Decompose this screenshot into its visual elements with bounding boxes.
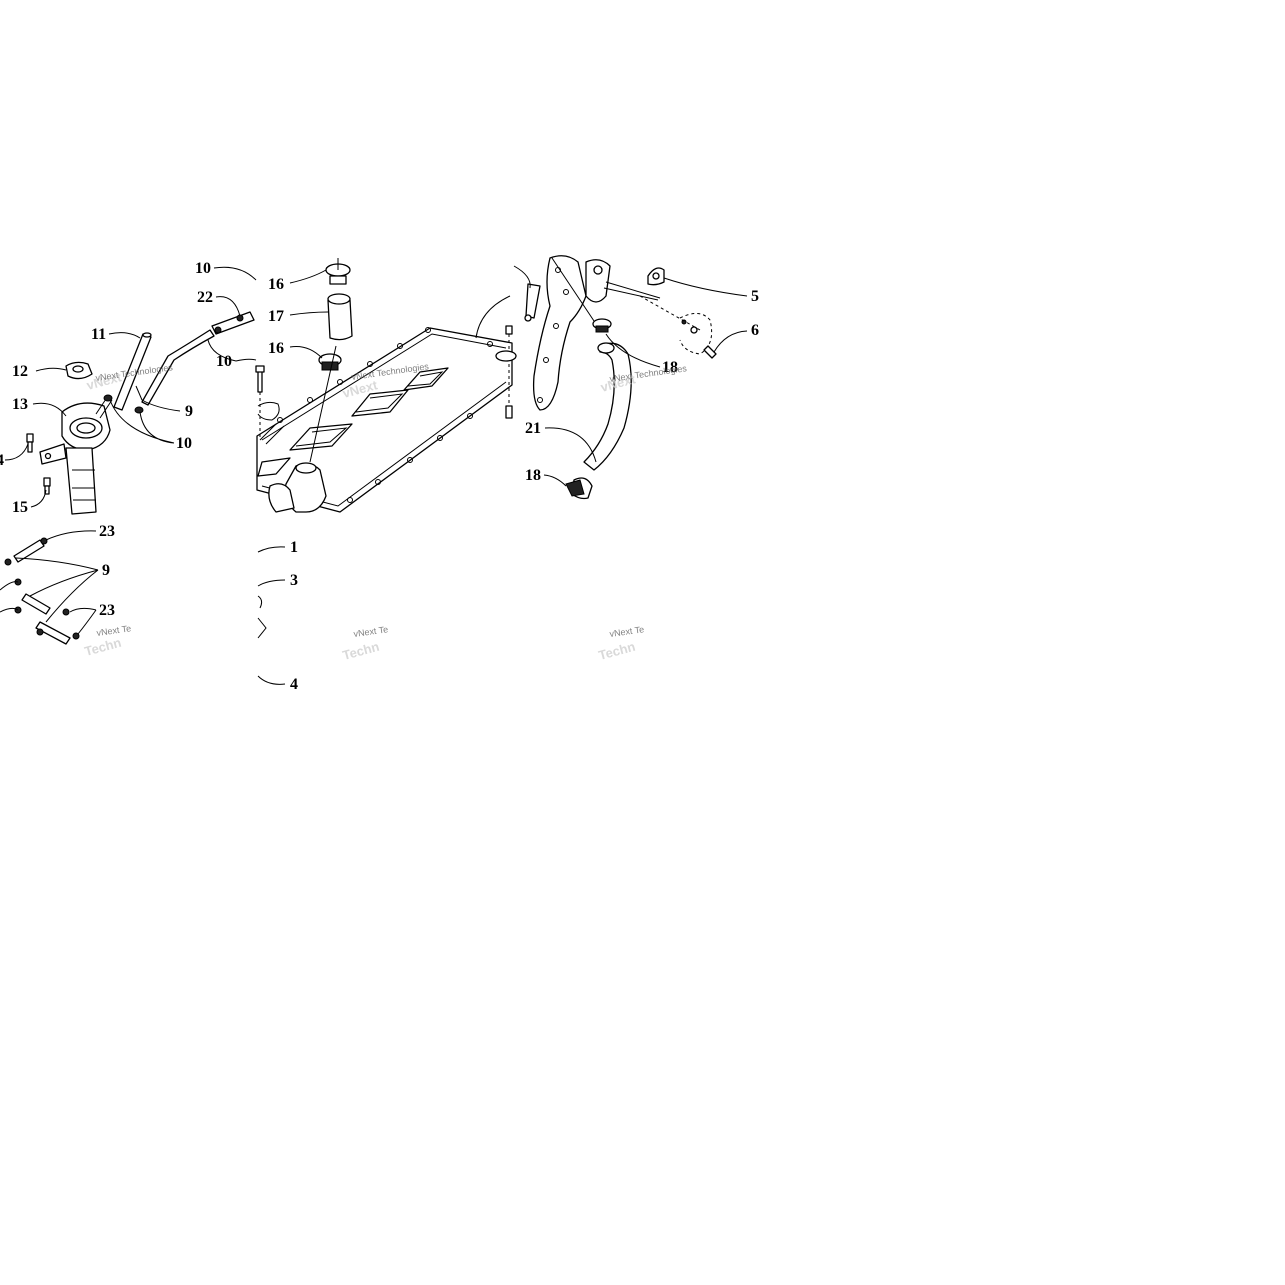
callout-15: 15 [12,499,28,516]
callout-4a: 4 [0,452,4,469]
callout-10b: 10 [195,260,211,277]
mount-bracket-part [524,255,611,411]
callout-22: 22 [197,289,213,306]
leader-12 [35,367,67,372]
callout-11: 11 [91,326,106,343]
leader-17 [289,311,329,316]
leader-23a [45,530,97,541]
callout-13: 13 [12,396,28,413]
callout-9b: 9 [102,562,110,579]
callout-23b: 23 [99,602,115,619]
callout-17: 17 [268,308,284,325]
leader-bracket [513,265,531,289]
callout-18b: 18 [525,467,541,484]
leader-18b [543,474,567,487]
leader-10a [109,399,175,444]
leader-11 [108,332,141,339]
leader-4b [257,675,286,685]
callout-4b: 4 [290,676,298,693]
callout-9a: 9 [185,403,193,420]
leader-10c [207,339,257,362]
leader-3 [257,579,286,587]
bracket-hardware-parts [603,267,717,359]
leader-1 [257,546,286,553]
fitting-parts [0,537,80,645]
filler-neck-part [39,395,113,515]
left-panel: 11 12 13 4 15 9 10 10 22 10 23 9 23 vNex… [0,260,257,659]
bolt-parts [26,433,51,495]
callout-21: 21 [525,420,541,437]
leader-13 [32,402,67,417]
leader-16b [289,346,323,359]
leader-9a [135,385,181,412]
callout-10a: 10 [176,435,192,452]
watermark-5: vNext Te [353,624,389,639]
callout-10c: 10 [216,353,232,370]
svg-text:Techn: Techn [597,639,637,663]
right-panel: 16 17 16 5 6 18 21 18 1 3 4 vNext vNext … [255,255,759,693]
leader-18a [605,333,661,368]
leader-15 [30,489,47,508]
callout-23a: 23 [99,523,115,540]
callout-3: 3 [290,572,298,589]
leader-16a [289,269,327,284]
callout-1: 1 [290,539,298,556]
cap-gasket-part [65,361,93,380]
return-hose-part [565,318,632,500]
watermark-6: vNext Te [609,624,645,639]
leader-14 [4,443,29,461]
leader-10b [213,266,257,281]
callout-5: 5 [751,288,759,305]
callout-16b: 16 [268,340,284,357]
callout-6: 6 [751,322,759,339]
heat-exchanger-part [256,327,513,513]
svg-text:Techn: Techn [83,635,123,659]
leader-plate [475,295,511,339]
plate-hardware-parts [255,325,517,440]
callout-18a: 18 [662,359,678,376]
overflow-tube-part [113,332,152,411]
leader-21 [544,427,597,463]
leader-23b [69,607,97,635]
vent-hose-part [141,311,255,406]
callout-12: 12 [12,363,28,380]
leader-6 [713,330,748,353]
leader-5 [663,277,748,297]
small-clamp-parts [103,394,144,414]
callout-16a: 16 [268,276,284,293]
leader-22 [215,296,241,317]
watermark-4: vNext Te [96,623,132,638]
svg-text:Techn: Techn [341,639,381,663]
upper-hose-part [309,258,353,463]
leader-9b [15,557,99,623]
